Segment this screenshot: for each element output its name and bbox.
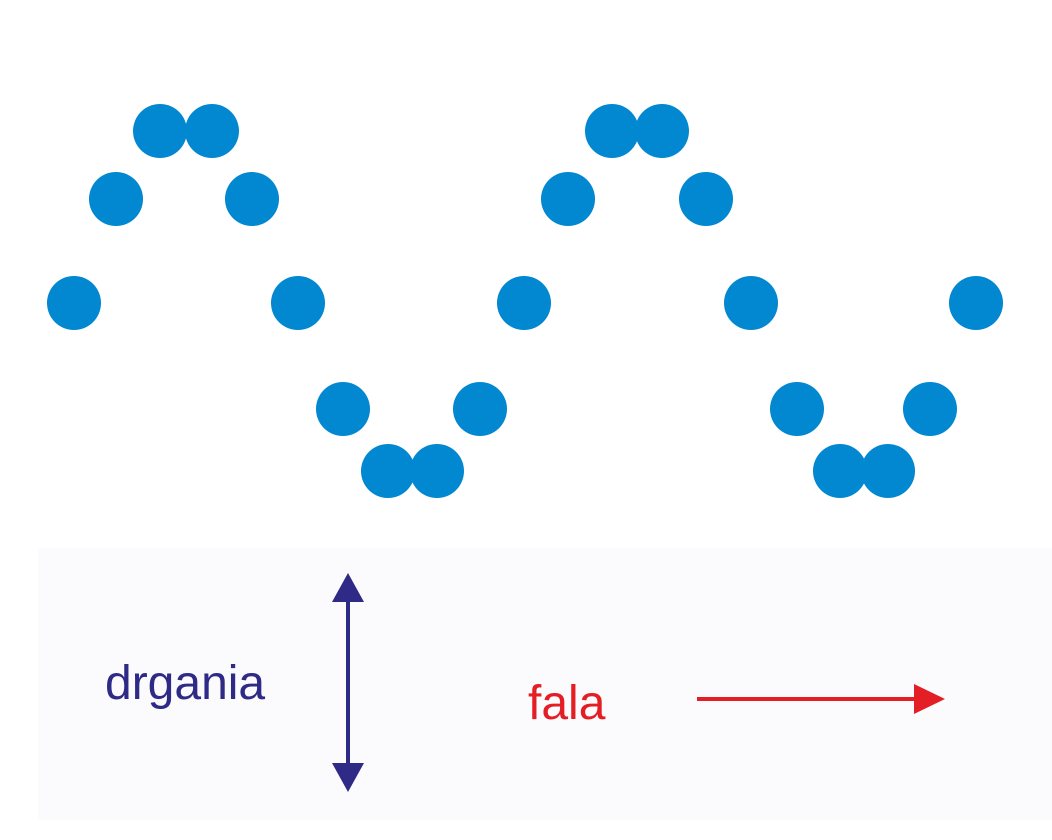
wave-particle-3: [133, 104, 187, 158]
legend-panel: [38, 548, 1052, 820]
wave-particle-12: [541, 172, 595, 226]
oscillation-arrow-head-up: [332, 573, 364, 602]
wave-particle-19: [861, 444, 915, 498]
wave-particle-6: [271, 276, 325, 330]
wave-particle-7: [316, 382, 370, 436]
wave-particle-2: [89, 172, 143, 226]
wave-particle-5: [225, 172, 279, 226]
wave-particle-1: [47, 276, 101, 330]
wave-particle-16: [724, 276, 778, 330]
wave-particle-17: [770, 382, 824, 436]
wave-particle-13: [585, 104, 639, 158]
wave-particle-18: [813, 444, 867, 498]
wave-particle-9: [410, 444, 464, 498]
wave-particle-10: [453, 382, 507, 436]
wave-particle-20: [903, 382, 957, 436]
oscillation-arrow-head-down: [332, 763, 364, 792]
wave-particle-4: [185, 104, 239, 158]
wave-particles: [47, 104, 1003, 498]
wave-particle-14: [635, 104, 689, 158]
wave-particle-11: [497, 276, 551, 330]
wave-direction-arrow: [697, 684, 945, 714]
wave-arrow-head: [914, 684, 945, 714]
oscillation-arrow: [332, 573, 364, 792]
wave-particle-21: [949, 276, 1003, 330]
wave-particle-8: [361, 444, 415, 498]
oscillation-label: drgania: [105, 657, 266, 710]
wave-label: fala: [528, 677, 606, 730]
wave-particle-15: [679, 172, 733, 226]
